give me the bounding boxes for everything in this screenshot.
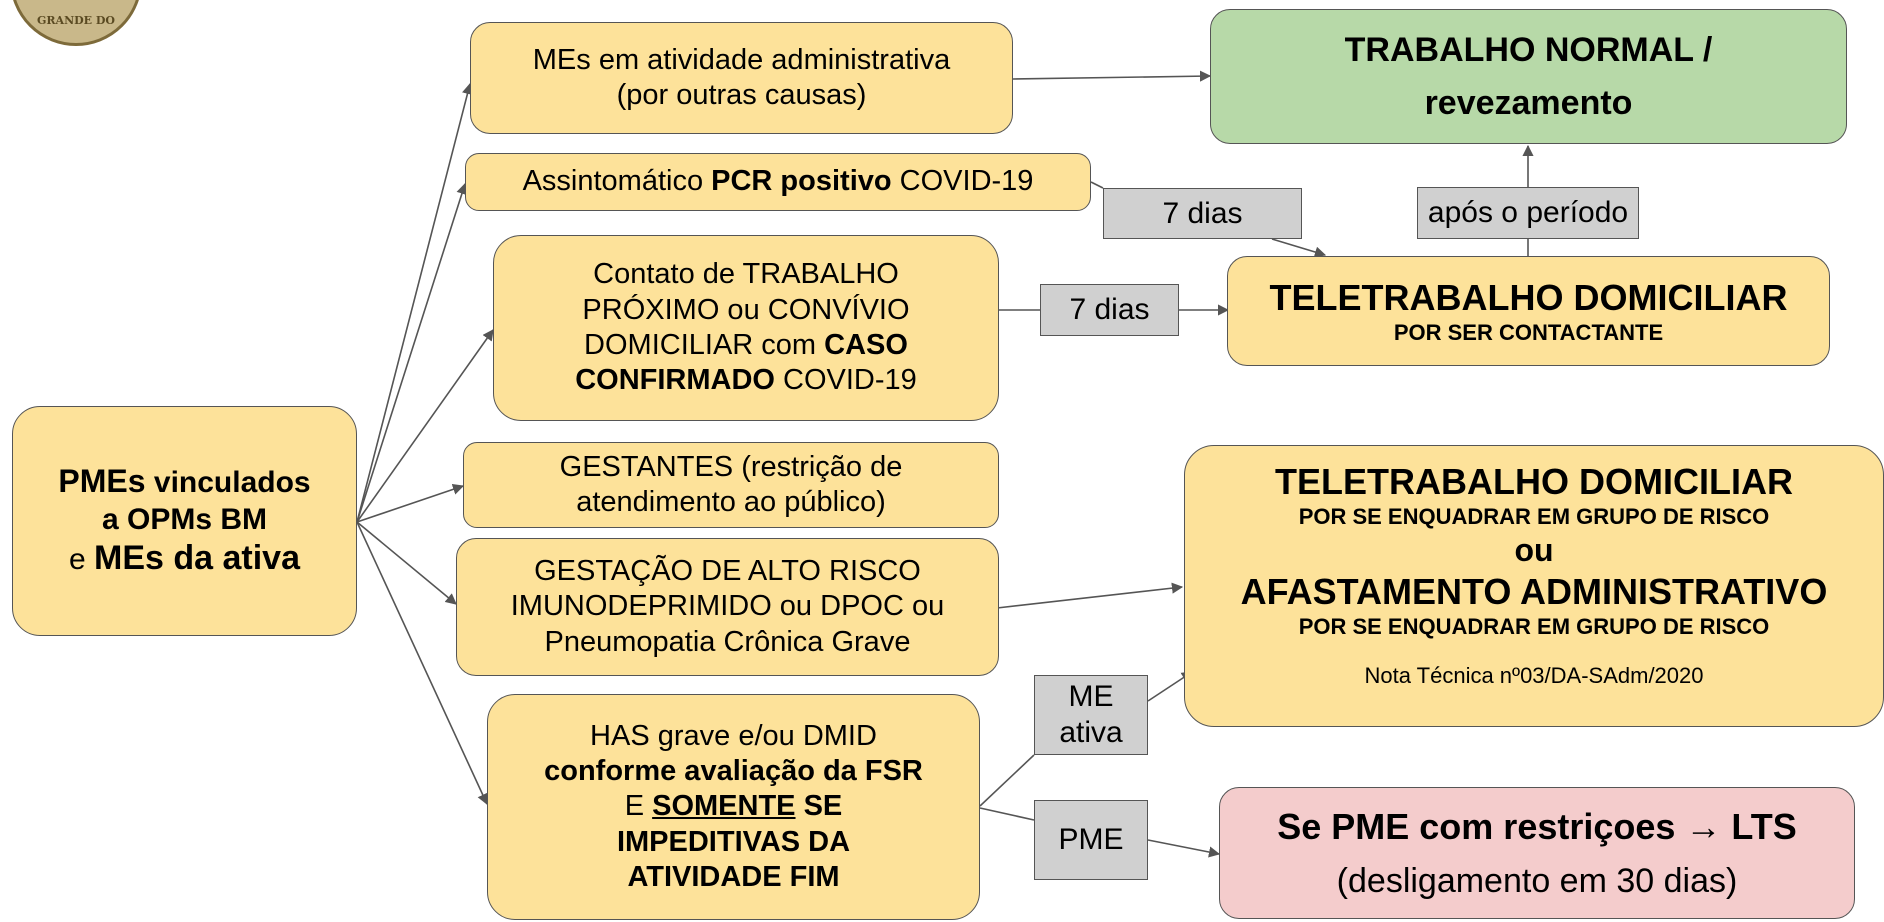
tag-pme: PME — [1034, 800, 1148, 880]
case-contact-line3: DOMICILIAR com — [584, 329, 825, 361]
case-contact-line1: Contato de TRABALHO — [593, 258, 899, 291]
arrow-to-admin — [356, 82, 473, 523]
case-admin-box: MEs em atividade administrativa (por out… — [470, 22, 1013, 134]
case-risk-box: GESTAÇÃO DE ALTO RISCO IMUNODEPRIMIDO ou… — [456, 538, 999, 676]
outcome-lts-line2: (desligamento em 30 dias) — [1336, 861, 1738, 900]
case-risk-line2: IMUNODEPRIMIDO ou DPOC ou — [510, 590, 945, 623]
outcome-group-note: Nota Técnica nº03/DA-SAdm/2020 — [1364, 662, 1704, 688]
case-contact-covid: COVID-19 — [774, 364, 917, 397]
case-pregnant-line1: GESTANTES (restrição de — [559, 450, 903, 483]
case-has-somente: SOMENTE — [652, 790, 796, 823]
source-e: e — [68, 543, 95, 577]
outcome-lts-line1: Se PME com restriçoes → LTS — [1277, 805, 1797, 847]
case-has-line5: ATIVIDADE FIM — [627, 861, 840, 894]
case-pcr-bold: PCR positivo — [711, 165, 892, 198]
outcome-group-title2: AFASTAMENTO ADMINISTRATIVO — [1240, 570, 1828, 612]
case-has-line2: conforme avaliação da FSR — [544, 754, 923, 787]
case-pregnant-box: GESTANTES (restrição de atendimento ao p… — [463, 442, 999, 528]
arrow-to-contact — [356, 329, 494, 523]
arrow-to-pregnant — [356, 483, 465, 523]
case-has-se: SE — [795, 790, 843, 823]
case-risk-line1: GESTAÇÃO DE ALTO RISCO — [534, 554, 921, 587]
case-admin-line2: (por outras causas) — [616, 79, 867, 111]
arrow-risk-to-group — [996, 582, 1184, 609]
case-risk-line3: Pneumopatia Crônica Grave — [544, 625, 911, 658]
outcome-normal-line2: revezamento — [1424, 83, 1633, 122]
case-contact-line2: PRÓXIMO ou CONVÍVIO — [582, 293, 910, 326]
outcome-group-sub2: POR SE ENQUADRAR EM GRUPO DE RISCO — [1298, 613, 1770, 639]
outcome-lts-box: Se PME com restriçoes → LTS (desligament… — [1219, 787, 1855, 919]
case-has-e: E — [624, 790, 653, 823]
tag-7-dias-pcr: 7 dias — [1103, 188, 1302, 239]
case-contact-box: Contato de TRABALHO PRÓXIMO ou CONVÍVIO … — [493, 235, 999, 421]
case-pcr-box: Assintomático PCR positivo COVID-19 — [465, 153, 1091, 211]
source-opms: a OPMs BM — [101, 502, 268, 536]
outcome-telework-subtitle: POR SER CONTACTANTE — [1393, 319, 1664, 345]
outcome-telework-contact-box: TELETRABALHO DOMICILIAR POR SER CONTACTA… — [1227, 256, 1830, 366]
case-admin-line1: MEs em atividade administrativa — [532, 43, 951, 76]
line-has-to-me — [979, 754, 1035, 807]
outcome-normal-box: TRABALHO NORMAL / revezamento — [1210, 9, 1847, 144]
seal-text: GRANDE DO — [37, 14, 115, 27]
case-has-line1: HAS grave e/ou DMID — [590, 719, 877, 752]
source-mes-ativa: MEs da ativa — [94, 539, 300, 578]
arrow-admin-to-normal — [1012, 70, 1212, 82]
outcome-normal-line1: TRABALHO NORMAL / — [1344, 30, 1713, 69]
arrow-to-pcr — [356, 182, 468, 523]
outcome-group-or: ou — [1514, 531, 1554, 568]
case-has-box: HAS grave e/ou DMID conforme avaliação d… — [487, 694, 980, 920]
line-pcr-to-days — [1090, 181, 1104, 189]
arrow-days-to-telework — [1271, 238, 1327, 258]
outcome-telework-title: TELETRABALHO DOMICILIAR — [1269, 276, 1788, 318]
case-contact-caso: CASO — [824, 329, 908, 361]
line-has-to-pme — [979, 807, 1035, 821]
case-pregnant-line2: atendimento ao público) — [576, 486, 886, 518]
outcome-group-sub1: POR SE ENQUADRAR EM GRUPO DE RISCO — [1298, 503, 1770, 529]
outcome-group-risk-box: TELETRABALHO DOMICILIAR POR SE ENQUADRAR… — [1184, 445, 1884, 727]
tag-me-ativa: ME ativa — [1034, 675, 1148, 755]
tag-me-line1: ME — [1068, 680, 1114, 713]
case-contact-confirmado: CONFIRMADO — [575, 364, 775, 397]
source-pmes: PMEs — [58, 463, 146, 500]
arrow-to-has — [356, 521, 488, 806]
tag-7-dias-contact: 7 dias — [1040, 284, 1179, 336]
case-has-line4: IMPEDITIVAS DA — [616, 825, 851, 858]
source-box: PMEs vinculados a OPMs BM e MEs da ativa — [12, 406, 357, 636]
case-pcr-pre: Assintomático — [522, 165, 712, 198]
source-vinculados: vinculados — [145, 466, 311, 500]
arrow-pme-to-lts — [1147, 839, 1221, 858]
arrow-to-risk — [356, 521, 457, 605]
tag-apos-periodo: após o período — [1417, 187, 1639, 239]
outcome-group-title1: TELETRABALHO DOMICILIAR — [1275, 461, 1793, 502]
tag-me-line2: ativa — [1059, 716, 1123, 749]
case-pcr-post: COVID-19 — [891, 165, 1034, 198]
